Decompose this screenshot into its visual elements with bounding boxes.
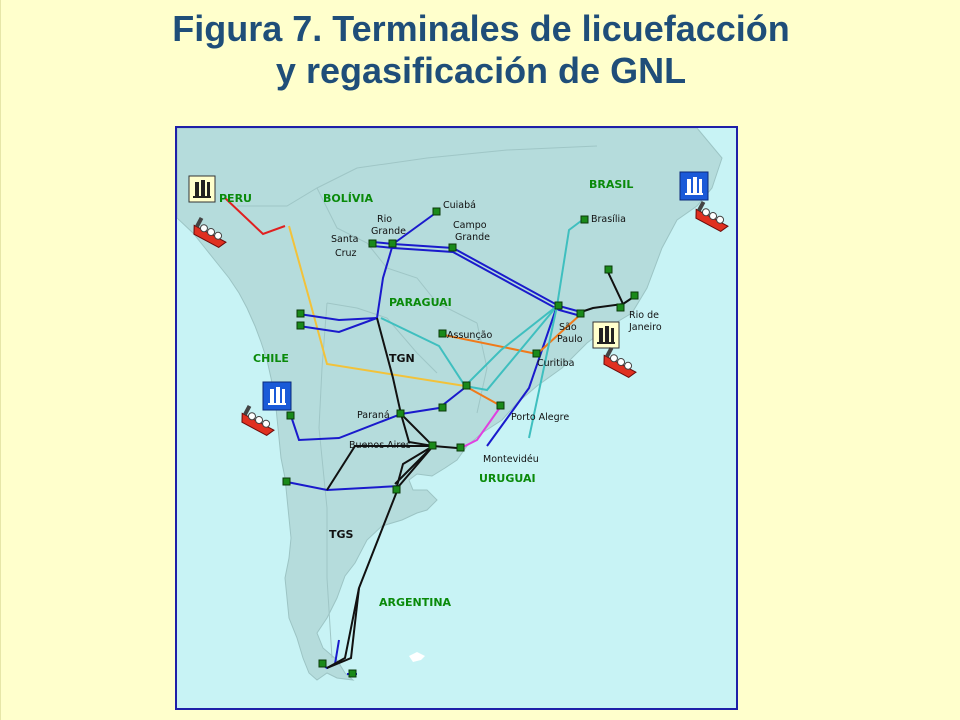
lng-tanker-ship-icon [241, 404, 275, 436]
city-porto-alegre: Porto Alegre [511, 412, 569, 423]
pipeline-labels: TGN TGS [329, 352, 415, 541]
country-labels: PERU BOLÍVIA BRASIL PARAGUAI CHILE URUGU… [219, 178, 633, 609]
lng-terminal-icon [188, 175, 216, 203]
label-uruguai: URUGUAI [479, 472, 536, 485]
lng-tanker-ship-icon [193, 216, 227, 248]
city-sao-paulo-line2: Paulo [557, 334, 583, 345]
title-line-2: y regasificación de GNL [275, 50, 687, 91]
pipeline-tgs [394, 445, 434, 485]
city-brasilia: Brasília [591, 214, 626, 225]
label-chile: CHILE [253, 352, 289, 365]
label-brasil: BRASIL [589, 178, 633, 191]
city-curitiba: Curitiba [537, 358, 574, 369]
pipeline-cyan [380, 217, 586, 392]
map-canvas: PERU BOLÍVIA BRASIL PARAGUAI CHILE URUGU… [177, 128, 729, 681]
label-peru: PERU [219, 192, 252, 205]
lng-terminal-icon [262, 381, 292, 411]
pipeline-peru [224, 197, 286, 236]
city-rio-de-janeiro-line2: Janeiro [628, 322, 662, 333]
city-parana: Paraná [357, 410, 390, 421]
pipeline-tgn [326, 317, 435, 669]
lng-terminal-icon [679, 171, 709, 201]
label-argentina: ARGENTINA [379, 596, 452, 609]
lng-tanker-ship-icon [695, 200, 729, 232]
city-rio-de-janeiro-line1: Rio de [629, 310, 659, 321]
gas-network-map: PERU BOLÍVIA BRASIL PARAGUAI CHILE URUGU… [175, 126, 738, 710]
label-tgn: TGN [389, 352, 415, 365]
lng-tanker-ship-icon [603, 346, 637, 378]
city-sao-paulo-line1: São [559, 322, 577, 333]
pipeline-yellow [288, 225, 466, 387]
city-santa-cruz-line1: Santa [331, 234, 358, 245]
city-santa-cruz-line2: Cruz [335, 248, 357, 259]
country-borders [237, 145, 598, 659]
label-tgs: TGS [329, 528, 354, 541]
city-rio-grande-line2: Grande [371, 226, 406, 237]
city-cuiaba: Cuiabá [443, 200, 476, 211]
city-labels: Cuiabá Rio Grande Santa Cruz Campo Grand… [331, 200, 662, 465]
city-assuncao: Assunção [447, 330, 492, 341]
falkland-islands [409, 652, 425, 662]
slide-title: Figura 7. Terminales de licuefacción y r… [1, 8, 960, 92]
city-campo-grande-line1: Campo [453, 220, 487, 231]
city-buenos-aires: Buenos Aires [349, 440, 411, 451]
pipelines [224, 197, 636, 675]
lng-terminal-icon [592, 321, 620, 349]
city-montevideu: Montevidéu [483, 454, 539, 465]
title-line-1: Figura 7. Terminales de licuefacción [172, 8, 790, 49]
city-rio-grande-line1: Rio [377, 214, 392, 225]
label-bolivia: BOLÍVIA [323, 192, 373, 205]
pipeline-nodes [282, 207, 639, 678]
pipeline-magenta [460, 405, 502, 449]
city-campo-grande-line2: Grande [455, 232, 490, 243]
label-paraguai: PARAGUAI [389, 296, 452, 309]
